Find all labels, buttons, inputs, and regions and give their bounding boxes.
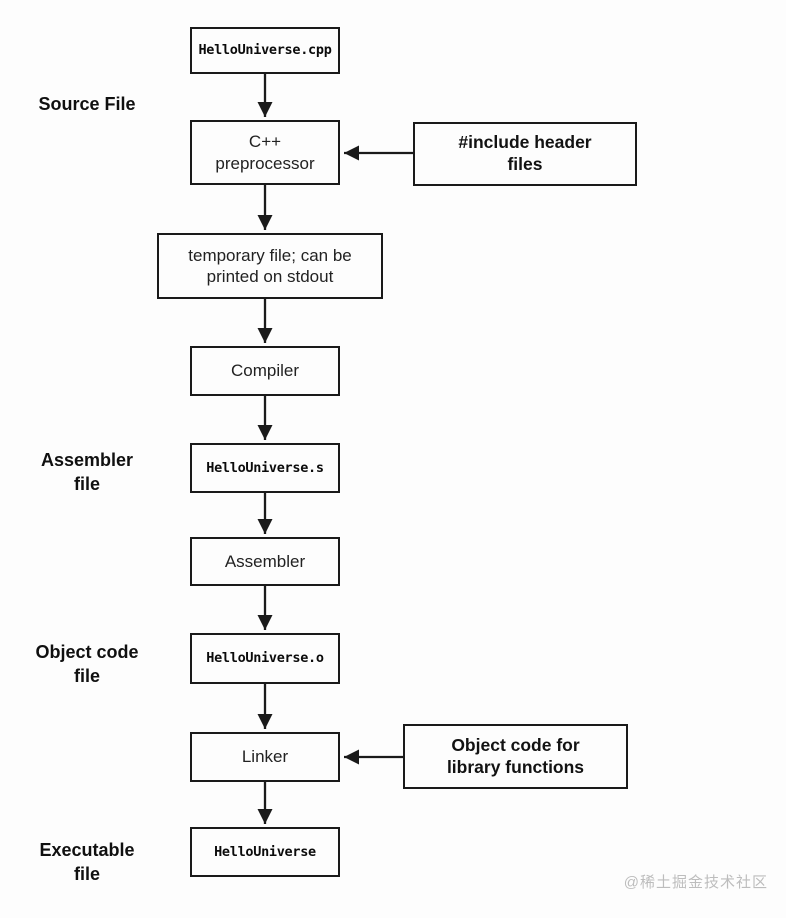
node-object-file: HelloUniverse.o: [190, 633, 340, 684]
node-temporary-file: temporary file; can be printed on stdout: [157, 233, 383, 299]
watermark-text: @稀土掘金技术社区: [623, 874, 768, 891]
node-assembler: Assembler: [190, 537, 340, 586]
node-source-file: HelloUniverse.cpp: [190, 27, 340, 74]
stage-label-object-code-file: Object code file: [35, 642, 139, 686]
node-library-object-code: Object code for library functions: [403, 724, 628, 789]
node-compiler: Compiler: [190, 346, 340, 396]
node-executable: HelloUniverse: [190, 827, 340, 877]
node-linker: Linker: [190, 732, 340, 782]
stage-label-source-file: Source File: [38, 94, 136, 114]
node-cpp-preprocessor: C++ preprocessor: [190, 120, 340, 185]
node-include-header-files: #include header files: [413, 122, 637, 186]
node-assembly-file: HelloUniverse.s: [190, 443, 340, 493]
stage-label-assembler-file: Assembler file: [40, 450, 134, 494]
stage-label-executable-file: Executable file: [39, 840, 135, 884]
